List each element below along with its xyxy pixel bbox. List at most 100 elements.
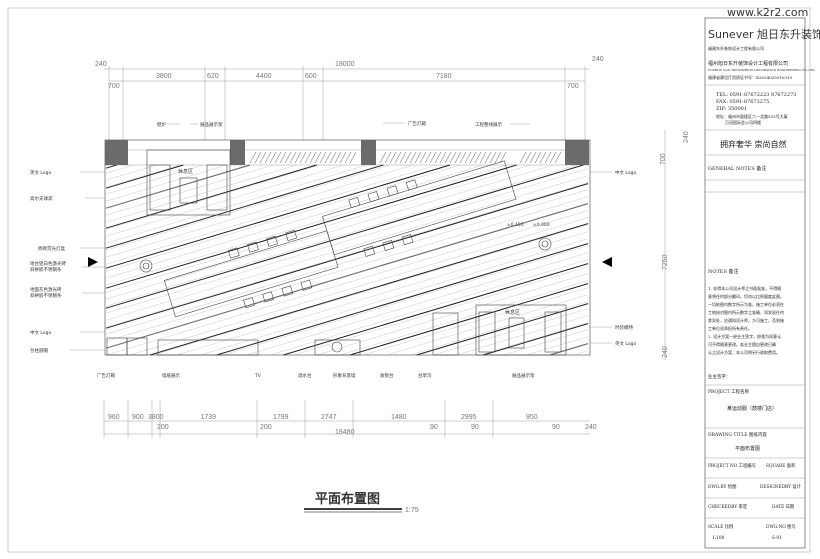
floor-stripe xyxy=(416,303,589,356)
tile-line xyxy=(433,308,589,356)
drawing-title: 平面布置图 xyxy=(315,491,380,507)
note-line: 认之设计方案，本公司将另行收取费用。 xyxy=(708,349,780,355)
note-line: 1. 非得本公司设计师之书面批准，不得随 xyxy=(708,285,781,291)
annotation-label: 斜拼嵌不锈钢条 xyxy=(30,292,62,299)
floor-stripe xyxy=(105,164,384,249)
stool xyxy=(266,235,278,247)
annotation-label: 时装模特 xyxy=(615,324,633,331)
drawing-title: 平面布置图 xyxy=(735,445,760,452)
annotation-label: 广告灯箱 xyxy=(408,120,426,127)
tile-line xyxy=(105,164,134,174)
tile-line xyxy=(573,350,589,356)
tile-line xyxy=(105,164,111,167)
annotation-label: 英文 Logo xyxy=(615,340,636,347)
tile-line xyxy=(153,224,589,356)
dimension-overall: 18480 xyxy=(335,429,355,436)
checked-by: CHECKEDBY 审定 xyxy=(708,503,748,510)
dimension-value: 7250 xyxy=(662,254,669,270)
annotation-label: 酒水台 xyxy=(298,372,312,379)
stool xyxy=(382,239,395,251)
dimension-value: 90 xyxy=(552,424,560,431)
tile-line xyxy=(105,189,589,335)
tile-line xyxy=(105,164,181,188)
dimension-value: 700 xyxy=(660,153,667,165)
pillar xyxy=(105,140,128,165)
project-name: 某运动服（鼓楼门店） xyxy=(727,405,777,412)
dimension-value: 2995 xyxy=(461,414,477,421)
drawing-title-label: DRAWING TITLE 图纸内容 xyxy=(708,431,767,438)
stool xyxy=(243,297,255,309)
dwg-no: S-01 xyxy=(772,536,782,541)
dimension-value: 2747 xyxy=(321,414,337,421)
dimension-value: 1799 xyxy=(273,414,289,421)
annotation-label: 广告灯箱 xyxy=(97,372,115,379)
project-no: PROJECT NO 工程编号 xyxy=(708,462,756,469)
tile-line xyxy=(105,164,437,265)
note-line: 意将任何部分翻印。切勿以比例量度此图。 xyxy=(708,293,784,299)
drawing-scale: 1:75 xyxy=(405,507,419,514)
dimension-value: 700 xyxy=(567,83,579,90)
tel: TEL: 0591-87672223 87672273 xyxy=(716,92,796,98)
zip: ZIP: 350001 xyxy=(716,106,747,112)
stool xyxy=(405,179,418,191)
dimension-value: 7180 xyxy=(436,73,452,80)
annotation-label: 地台铝白色激光砖 xyxy=(30,260,66,267)
tile-line xyxy=(223,245,589,356)
tile-line xyxy=(129,217,589,356)
tile-line xyxy=(105,182,589,328)
project-label: PROJECT 工程名称 xyxy=(708,388,750,395)
floor-plan: 休息区 休息区 ±0.150 ±0.000 xyxy=(88,139,612,356)
floor-tiles xyxy=(105,164,589,356)
sofa xyxy=(206,164,228,211)
annotation-label: 地面灰色激光砖 xyxy=(30,286,62,293)
dimension-right-end: 240 xyxy=(592,56,604,63)
annotation-label: 墙纸展示 xyxy=(162,372,180,379)
level-mark: ±0.000 xyxy=(533,222,550,228)
floor-stripe xyxy=(105,183,589,329)
tile-line xyxy=(105,164,484,279)
sofa xyxy=(149,164,171,211)
date: DATE 日期 xyxy=(772,504,794,510)
dimension-value: 200 xyxy=(260,424,272,431)
tile-line xyxy=(105,164,461,272)
tile-line xyxy=(105,164,321,230)
address-2: 万冠国际会公司四楼 xyxy=(725,119,761,125)
tile-line xyxy=(105,168,589,314)
tile-line xyxy=(269,259,589,356)
square: SQUARE 面积 xyxy=(766,462,796,469)
dimension-value: 950 xyxy=(526,414,538,421)
title-block: www.k2r2.com Sunever 旭日东升装饰 福建东升装饰设计工程有限… xyxy=(704,6,820,549)
entrance-arrow-icon xyxy=(88,257,98,267)
tile-line xyxy=(105,164,297,223)
dimension-value: 620 xyxy=(207,73,219,80)
floor-stripe xyxy=(216,243,589,356)
annotation-label: 中文 Logo xyxy=(30,329,51,336)
annotation-label: TV xyxy=(254,373,262,379)
tile-line xyxy=(105,164,554,300)
annotation-label: 斜拼嵌不锈钢条 xyxy=(30,266,62,273)
tile-line xyxy=(339,280,589,356)
floor-stripe xyxy=(105,164,451,269)
general-notes: GENERAL NOTES 备注 xyxy=(708,165,766,172)
rest-area xyxy=(146,149,231,216)
note-line: 可不得随意更改。若业主擅自更改已确 xyxy=(708,341,776,347)
floor-stripe xyxy=(349,283,589,356)
stool xyxy=(363,245,376,257)
tile-line xyxy=(526,336,589,356)
tile-line xyxy=(105,164,204,195)
drawing-title-block: 平面布置图 1:75 xyxy=(304,491,419,514)
dimension-value: 3800 xyxy=(148,414,164,421)
annotation-label: 原砌荧光灯盒 xyxy=(38,245,65,252)
rest-area-label: 休息区 xyxy=(505,309,520,316)
stool xyxy=(348,197,361,209)
stool xyxy=(247,241,259,253)
tile-line xyxy=(105,164,251,209)
pillar xyxy=(230,140,245,165)
tile-line xyxy=(199,238,589,356)
dimension-left-end: 240 xyxy=(95,61,107,68)
level-mark: ±0.150 xyxy=(507,222,524,228)
scale-value: 1:100 xyxy=(712,536,725,541)
entrance-arrow-icon xyxy=(602,257,612,267)
tile-line xyxy=(105,164,367,244)
